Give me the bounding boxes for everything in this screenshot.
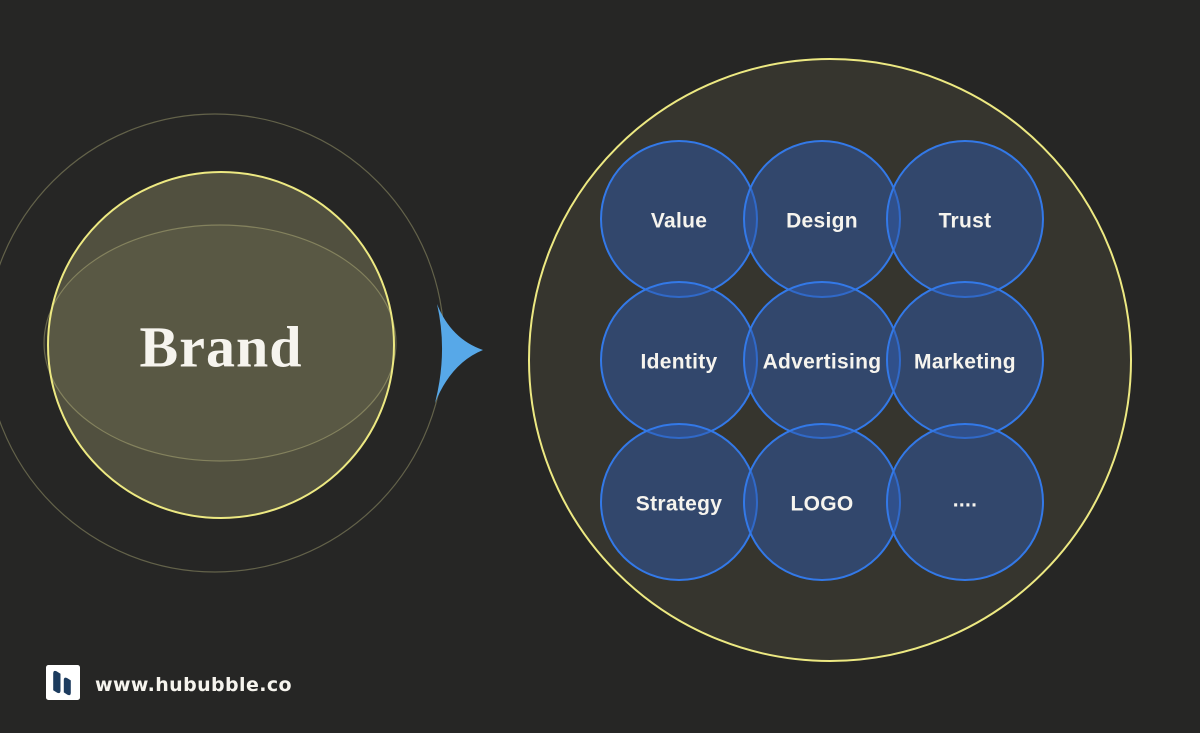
website-label: www.hububble.co — [95, 674, 292, 696]
bubble-label: Trust — [939, 210, 992, 233]
footer: www.hububble.co — [46, 665, 292, 700]
bubble-strategy: Strategy — [600, 423, 758, 581]
brand-lens-ellipse — [43, 224, 397, 462]
bubble-label: LOGO — [790, 493, 853, 516]
logo-tile — [46, 665, 80, 700]
bubble-marketing: Marketing — [886, 281, 1044, 439]
transform-arrow-icon — [435, 304, 483, 403]
brand-label: Brand — [140, 315, 303, 380]
bubble-label: Identity — [640, 351, 717, 374]
bubble-label: Design — [786, 210, 858, 233]
bubble-identity: Identity — [600, 281, 758, 439]
hububble-logo-icon — [46, 665, 80, 700]
bubble-etcetera: .... — [886, 423, 1044, 581]
bubble-design: Design — [743, 140, 901, 298]
logo-right-stroke — [63, 677, 71, 696]
bubble-label: Value — [651, 210, 707, 233]
brand-circle — [47, 171, 395, 519]
brand-ecosystem-group: Value Design Trust Identity Advertising … — [528, 58, 1132, 662]
bubble-label: Marketing — [914, 351, 1016, 374]
bubble-logo: LOGO — [743, 423, 901, 581]
bubble-value: Value — [600, 140, 758, 298]
bubble-label: Advertising — [763, 351, 882, 374]
bubble-label: Strategy — [636, 493, 722, 516]
logo-left-stroke — [53, 670, 61, 694]
bubble-label: .... — [953, 489, 978, 512]
brand-group: Brand — [0, 113, 445, 573]
bubble-circle — [886, 423, 1044, 581]
bubble-advertising: Advertising — [743, 281, 901, 439]
bubble-trust: Trust — [886, 140, 1044, 298]
